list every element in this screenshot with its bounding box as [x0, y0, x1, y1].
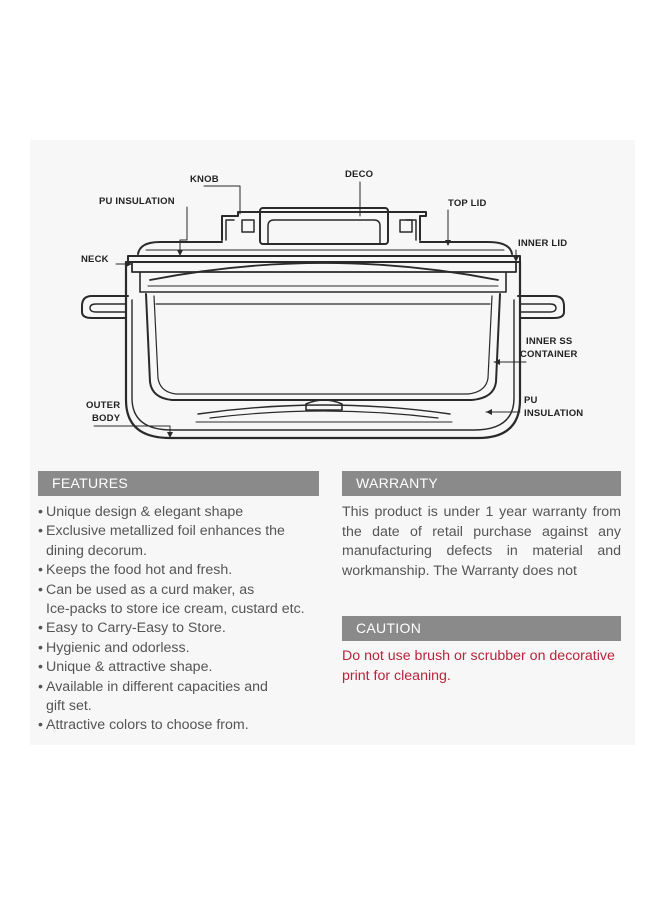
- bottom-insulation-drawing: [195, 399, 453, 423]
- label-inner-ss-line2: CONTAINER: [520, 349, 578, 360]
- label-pu-insulation-top: PU INSULATION: [99, 196, 175, 207]
- feature-item-text: Unique & attractive shape.: [46, 659, 213, 676]
- label-inner-ss-line1: INNER SS: [526, 336, 572, 347]
- feature-item-text: Can be used as a curd maker, as: [46, 581, 255, 598]
- label-knob: KNOB: [190, 174, 219, 185]
- label-deco: DECO: [345, 169, 373, 180]
- label-top-lid: TOP LID: [448, 198, 487, 209]
- features-list: Unique design & elegant shapeExclusive m…: [38, 503, 338, 736]
- label-outer-body-line1: OUTER: [86, 400, 120, 411]
- leader-arrowheads: [126, 240, 519, 438]
- feature-item: Hygienic and odorless.: [38, 639, 338, 659]
- feature-item-text: Keeps the food hot and fresh.: [46, 562, 233, 579]
- label-neck: NECK: [81, 254, 109, 265]
- inner-lid-drawing: [131, 261, 517, 293]
- warranty-heading: WARRANTY: [342, 471, 621, 496]
- casserole-diagram: KNOB DECO PU INSULATION TOP LID INNER LI…: [81, 169, 583, 440]
- feature-item: Exclusive metallized foil enhances the di…: [38, 522, 338, 561]
- feature-item-text: Ice-packs to store ice cream, custard et…: [46, 601, 305, 618]
- side-handles-drawing: [81, 295, 565, 319]
- label-pu-insulation-bottom-line1: PU: [524, 395, 538, 406]
- feature-item: Keeps the food hot and fresh.: [38, 561, 338, 581]
- outer-body-drawing: [124, 260, 522, 440]
- feature-item-text: dining decorum.: [46, 542, 147, 559]
- feature-item-text: Unique design & elegant shape: [46, 504, 244, 520]
- feature-item: Can be used as a curd maker, as Ice-packs…: [38, 581, 338, 620]
- label-pu-insulation-bottom-line2: INSULATION: [524, 408, 583, 419]
- label-outer-body-line2: BODY: [92, 413, 121, 424]
- feature-item: Attractive colors to choose from.: [38, 716, 338, 736]
- inner-container-drawing: [145, 293, 501, 401]
- feature-item: Unique & attractive shape.: [38, 658, 338, 678]
- feature-item-text: Hygienic and odorless.: [46, 639, 190, 656]
- label-inner-lid: INNER LID: [518, 238, 567, 249]
- feature-item-text: Available in different capacities and: [46, 678, 268, 695]
- caution-heading: CAUTION: [342, 616, 621, 641]
- features-heading: FEATURES: [38, 471, 319, 496]
- feature-item: Unique design & elegant shape: [38, 503, 338, 523]
- feature-item-text: Easy to Carry-Easy to Store.: [46, 620, 226, 637]
- feature-item-text: Attractive colors to choose from.: [46, 717, 249, 734]
- caution-text: Do not use brush or scrubber on decorati…: [342, 648, 615, 684]
- feature-item: Available in different capacities and gif…: [38, 678, 338, 717]
- feature-item: Easy to Carry-Easy to Store.: [38, 619, 338, 639]
- feature-item-text: gift set.: [46, 698, 92, 715]
- knob-handle-drawing: [221, 207, 427, 245]
- feature-item-text: Exclusive metallized foil enhances the: [46, 523, 285, 540]
- warranty-text: This product is under 1 year warranty fr…: [342, 504, 621, 579]
